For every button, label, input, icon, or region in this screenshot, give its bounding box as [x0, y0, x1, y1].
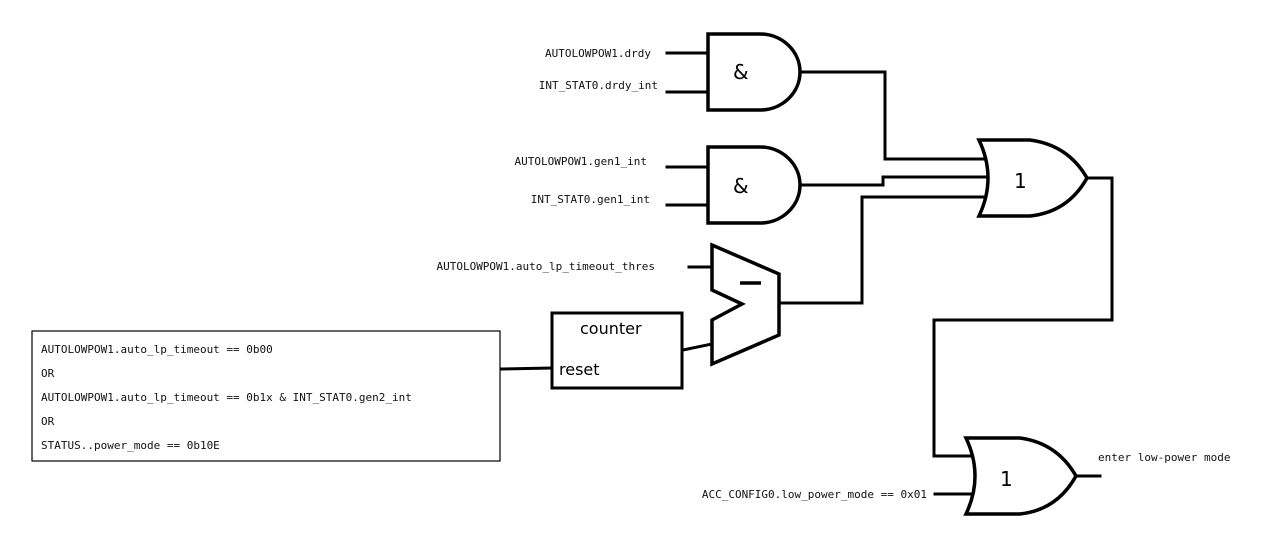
or-gate-1-body: [976, 138, 1090, 218]
reset-condition-or-2: OR: [41, 415, 55, 428]
and-gate-1: & AUTOLOWPOW1.drdy INT_STAT0.drdy_int: [539, 32, 802, 112]
counter-block: counter reset: [550, 311, 714, 390]
reset-condition-line-1: AUTOLOWPOW1.auto_lp_timeout == 0b00: [41, 343, 273, 356]
reset-condition-or-1: OR: [41, 367, 55, 380]
comparator-body: [710, 242, 781, 367]
or2-input-label: ACC_CONFIG0.low_power_mode == 0x01: [702, 488, 927, 501]
and-gate-2-body: [706, 145, 802, 225]
and-gate-2: & AUTOLOWPOW1.gen1_int INT_STAT0.gen1_in…: [515, 145, 802, 225]
reset-condition-line-2: AUTOLOWPOW1.auto_lp_timeout == 0b1x & IN…: [41, 391, 412, 404]
reset-conditions-box: AUTOLOWPOW1.auto_lp_timeout == 0b00 OR A…: [31, 330, 553, 462]
and1-input-label-2: INT_STAT0.drdy_int: [539, 79, 658, 92]
counter-reset-label: reset: [559, 360, 600, 379]
counter-title: counter: [580, 319, 642, 338]
wire-comparator-to-or1: [778, 195, 988, 305]
wire-conditions-to-reset: [500, 366, 553, 371]
reset-condition-line-3: STATUS..power_mode == 0b10E: [41, 439, 220, 452]
or-gate-1: 1: [976, 138, 1090, 218]
wire-and1-to-or1: [800, 70, 988, 161]
counter-body: [550, 311, 684, 390]
comparator-threshold-label: AUTOLOWPOW1.auto_lp_timeout_thres: [436, 260, 655, 273]
and-gate-1-symbol: &: [733, 60, 749, 84]
reset-conditions-frame: [31, 330, 501, 462]
wire-and2-to-or1: [800, 175, 990, 187]
comparator: AUTOLOWPOW1.auto_lp_timeout_thres: [436, 242, 781, 367]
wire-or1-to-or2: [932, 176, 1114, 458]
and2-input-label-1: AUTOLOWPOW1.gen1_int: [515, 155, 647, 168]
or-gate-2: 1 ACC_CONFIG0.low_power_mode == 0x01 ent…: [702, 436, 1230, 516]
or-gate-1-symbol: 1: [1014, 169, 1027, 193]
or-gate-2-symbol: 1: [1000, 467, 1013, 491]
and2-input-label-2: INT_STAT0.gen1_int: [531, 193, 650, 206]
wire-counter-to-comparator: [681, 342, 714, 352]
output-label: enter low-power mode: [1098, 451, 1230, 464]
and-gate-1-body: [706, 32, 802, 112]
or-gate-2-body: [963, 436, 1079, 516]
and1-input-label-1: AUTOLOWPOW1.drdy: [545, 47, 651, 60]
and-gate-2-symbol: &: [733, 174, 749, 198]
